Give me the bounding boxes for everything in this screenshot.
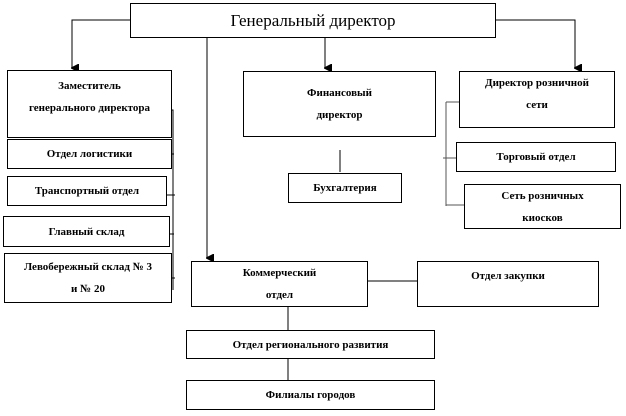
regional-box: Отдел регионального развития [186, 330, 435, 359]
transport-label: Транспортный отдел [34, 185, 140, 197]
left-bank-label-2: и № 20 [71, 283, 105, 295]
transport-box: Транспортный отдел [7, 176, 167, 206]
regional-label: Отдел регионального развития [232, 338, 389, 351]
retail-director-box: Директор розничной сети [459, 71, 615, 128]
ceo-label: Генеральный директор [230, 10, 396, 30]
cfo-label-2: директор [316, 109, 363, 121]
left-bank-label-1: Левобережный склад № 3 [23, 261, 153, 273]
kiosks-label-1: Сеть розничных [501, 189, 584, 202]
deputy-ceo-box: Заместитель генерального директора [7, 70, 172, 138]
deputy-label-2: генерального директора [28, 102, 151, 114]
trade-box: Торговый отдел [456, 142, 616, 172]
retail-director-label-1: Директор розничной [485, 77, 589, 89]
kiosks-box: Сеть розничных киосков [464, 184, 621, 229]
left-bank-warehouse-box: Левобережный склад № 3 и № 20 [4, 253, 172, 303]
commercial-label-2: отдел [265, 289, 294, 301]
deputy-label-1: Заместитель [58, 80, 121, 92]
kiosks-label-2: киосков [522, 211, 563, 224]
logistics-box: Отдел логистики [7, 139, 172, 169]
main-warehouse-box: Главный склад [3, 216, 170, 247]
logistics-label: Отдел логистики [46, 148, 133, 160]
commercial-box: Коммерческий отдел [191, 261, 368, 307]
ceo-box: Генеральный директор [130, 3, 496, 38]
trade-label: Торговый отдел [496, 151, 576, 163]
cfo-box: Финансовый директор [243, 71, 436, 137]
branches-box: Филиалы городов [186, 380, 435, 410]
cfo-label-1: Финансовый [307, 87, 372, 99]
purchasing-label: Отдел закупки [471, 270, 545, 282]
retail-director-label-2: сети [526, 99, 548, 111]
commercial-label-1: Коммерческий [242, 267, 317, 279]
main-warehouse-label: Главный склад [48, 225, 125, 238]
purchasing-box: Отдел закупки [417, 261, 599, 307]
branches-label: Филиалы городов [265, 389, 356, 401]
accounting-box: Бухгалтерия [288, 173, 402, 203]
accounting-label: Бухгалтерия [313, 182, 377, 194]
